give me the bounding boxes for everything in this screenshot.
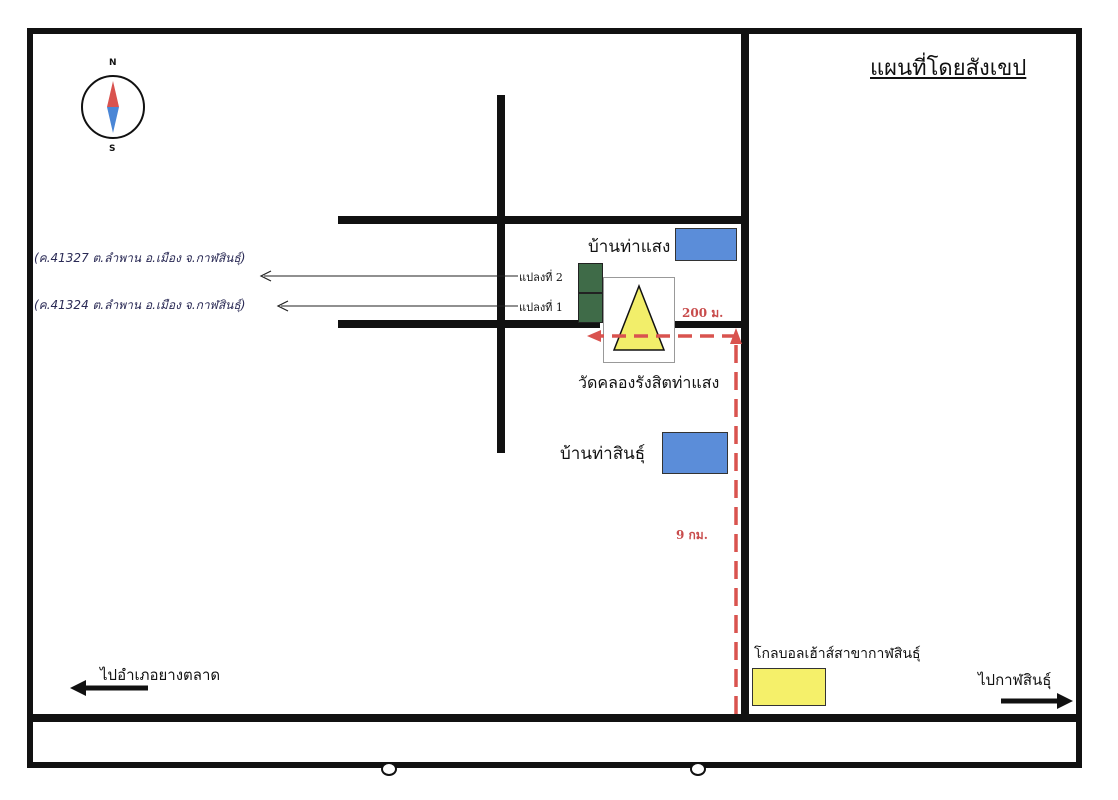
compass-south-label: S	[109, 144, 116, 154]
arrow-left-icon	[70, 680, 148, 696]
edge-mark	[690, 762, 706, 776]
globalhouse-label: โกลบอลเฮ้าส์สาขากาฬสินธุ์	[754, 646, 921, 662]
road-lower-horizontal-left	[338, 320, 600, 328]
road-lower-horizontal-right	[675, 321, 745, 328]
direction-right-label: ไปกาฬสินธุ์	[978, 671, 1052, 689]
compass-icon	[81, 75, 145, 139]
plot-1-pointer-arrow-icon	[276, 300, 518, 312]
compass: N S	[80, 58, 146, 158]
globalhouse-marker	[752, 668, 826, 706]
temple-area	[603, 277, 675, 363]
plot-1-note: (ค.41324 ต.ลำพาน อ.เมือง จ.กาฬสินธุ์)	[34, 298, 246, 312]
route-path	[587, 328, 742, 714]
road-upper-horizontal	[338, 216, 743, 224]
village-label-tha-sin: บ้านท่าสินธุ์	[560, 444, 646, 464]
distance-9km: 9 กม.	[676, 528, 708, 542]
village-marker-tha-saeng	[675, 228, 737, 261]
plot-1-marker	[578, 293, 603, 323]
map-title: แผนที่โดยสังเขป	[870, 56, 1027, 81]
map-frame	[27, 28, 1082, 768]
temple-icon	[612, 284, 666, 351]
temple-label: วัดคลองรังสิตท่าแสง	[578, 373, 720, 392]
plot-2-marker	[578, 263, 603, 293]
village-label-tha-saeng: บ้านท่าแสง	[588, 237, 671, 257]
edge-mark	[381, 762, 397, 776]
plot-2-pointer-arrow-icon	[259, 270, 518, 282]
direction-left-label: ไปอำเภอยางตลาด	[100, 666, 221, 684]
arrow-right-icon	[1001, 693, 1073, 709]
village-marker-tha-sin	[662, 432, 728, 474]
road-inner-vertical	[497, 95, 505, 453]
road-main-horizontal	[27, 714, 1082, 722]
compass-north-label: N	[109, 58, 117, 68]
distance-200m: 200 ม.	[682, 306, 724, 320]
plot-2-note: (ค.41327 ต.ลำพาน อ.เมือง จ.กาฬสินธุ์)	[34, 251, 246, 265]
plot-2-label: แปลงที่ 2	[519, 271, 563, 284]
road-main-vertical	[741, 30, 749, 718]
plot-1-label: แปลงที่ 1	[519, 301, 563, 314]
